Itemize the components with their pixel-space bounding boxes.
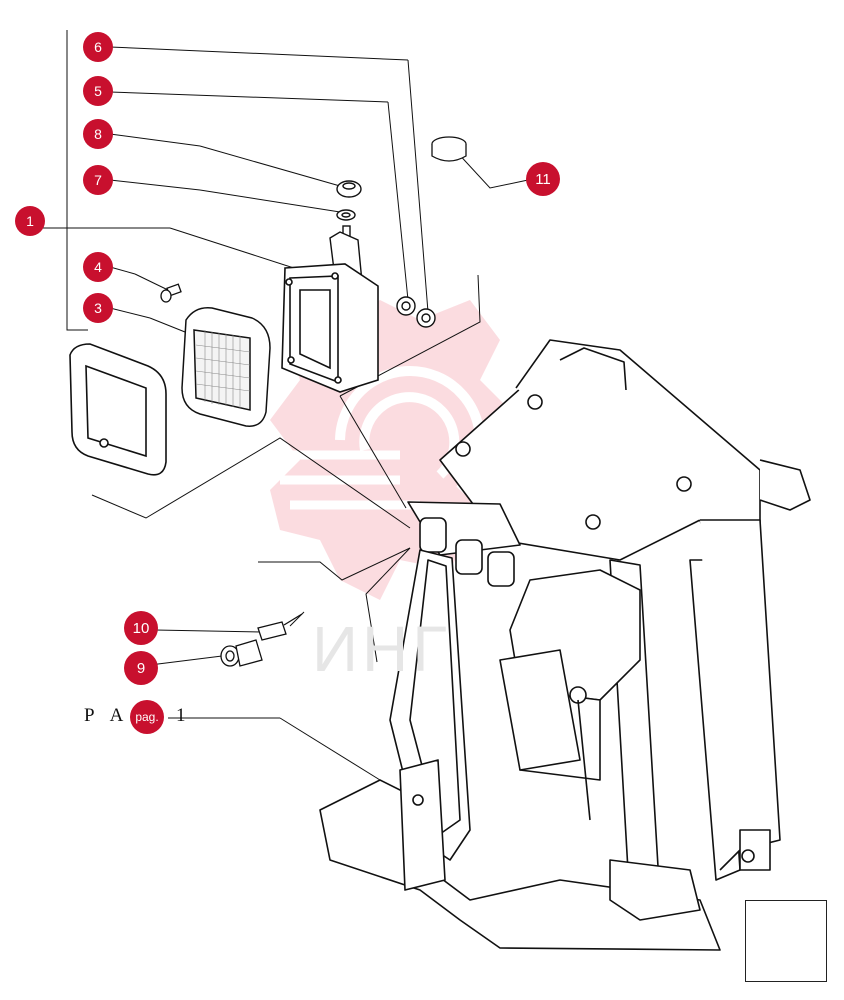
callout-label: 10 xyxy=(132,619,150,637)
connector xyxy=(220,613,303,667)
callout-label: 7 xyxy=(94,172,102,188)
callout-9[interactable]: 9 xyxy=(124,651,158,685)
callout-7[interactable]: 7 xyxy=(83,165,113,195)
callout-label: 9 xyxy=(136,659,146,677)
callout-4[interactable]: 4 xyxy=(83,252,113,282)
leader-lines xyxy=(40,30,529,781)
cap xyxy=(431,136,467,162)
callout-label: 3 xyxy=(94,300,102,316)
callout-label: 8 xyxy=(94,126,102,142)
screw xyxy=(160,283,182,303)
callout-8[interactable]: 8 xyxy=(83,119,113,149)
lamp-bezel xyxy=(69,343,167,476)
navigation-arrow-button[interactable] xyxy=(745,900,827,982)
page-reference-number: 1 xyxy=(176,705,186,726)
callout-1[interactable]: 1 xyxy=(15,206,45,236)
page-reference-link[interactable]: pag. xyxy=(130,700,164,734)
callout-label: 4 xyxy=(94,259,102,275)
cab-structure xyxy=(319,339,811,951)
callout-label: 5 xyxy=(94,83,102,99)
callout-label: 11 xyxy=(535,170,551,188)
callout-label: 1 xyxy=(26,213,34,229)
callout-3[interactable]: 3 xyxy=(83,293,113,323)
callout-6[interactable]: 6 xyxy=(83,32,113,62)
callout-5[interactable]: 5 xyxy=(83,76,113,106)
lamp-lens xyxy=(181,307,271,427)
lamp-housing xyxy=(281,263,379,393)
callout-11[interactable]: 11 xyxy=(526,162,560,196)
watermark-text: ИНГ xyxy=(312,613,451,685)
callout-label: 6 xyxy=(94,39,102,55)
callout-10[interactable]: 10 xyxy=(124,611,158,645)
page-reference-prefix: P A xyxy=(84,705,130,726)
